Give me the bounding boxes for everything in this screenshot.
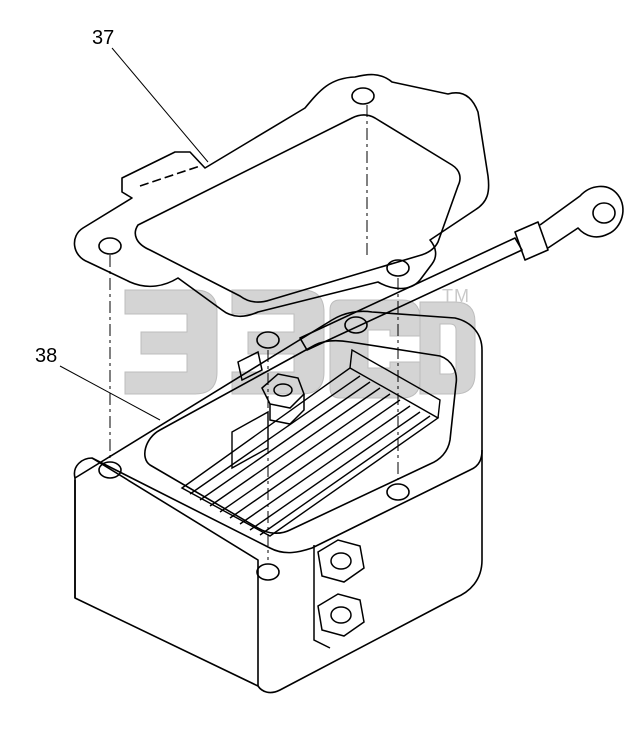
gasket-plate-part-37 bbox=[73, 73, 490, 349]
housing-box-part-38 bbox=[73, 310, 483, 694]
terminal-nuts bbox=[313, 539, 365, 649]
mounting-bolt bbox=[237, 350, 305, 425]
trademark-mark: TM bbox=[442, 286, 470, 306]
ring-terminal-wire bbox=[299, 185, 624, 351]
callout-38: 38 bbox=[35, 345, 58, 367]
leader-lines bbox=[59, 47, 209, 421]
rectifier-fins bbox=[180, 348, 441, 537]
callout-37: 37 bbox=[92, 27, 115, 49]
